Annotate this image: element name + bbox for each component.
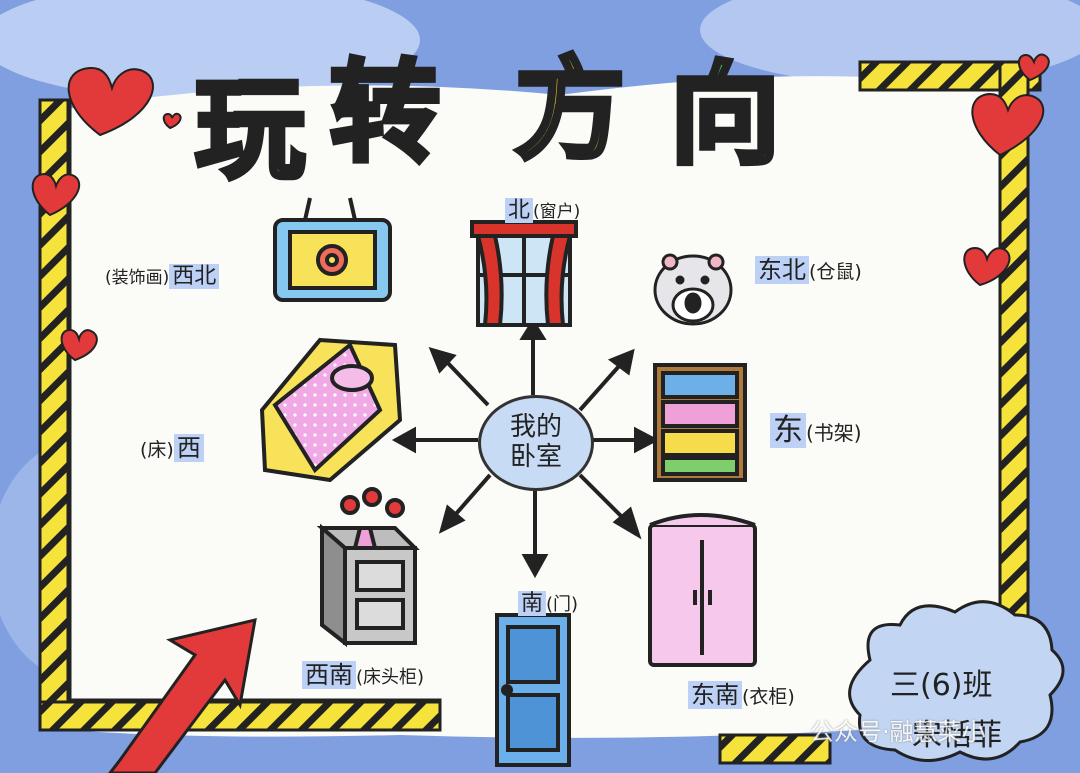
signature-class: 三(6)班 [890,668,993,703]
label-southwest-item: (床头柜) [356,667,425,688]
label-northwest-item: (装饰画) [105,268,170,288]
heart-icon [31,53,1050,362]
label-west: (床)西 [140,428,204,463]
label-northwest: (装饰画)西北 [105,258,220,290]
wardrobe-icon [648,513,757,667]
label-north-item: (窗户) [533,202,581,222]
label-east-item: (书架) [806,421,862,445]
title-char-3: 方 [513,46,628,174]
title-char-2: 转 [328,49,443,177]
label-west-item: (床) [140,439,174,461]
label-northwest-dir: 西北 [169,264,220,289]
label-south-dir: 南 [518,591,547,616]
cloud-icon [848,600,1065,762]
bookshelf-icon [653,363,747,482]
label-southeast: 东南(衣柜) [688,675,795,710]
watermark: 公众号·融慧菜小 [810,718,986,746]
center-line-2: 卧室 [509,442,562,472]
hamster-icon [653,253,733,326]
label-northeast: 东北(仓鼠) [755,250,862,285]
signature-name: 宋恬菲 [912,718,1002,753]
label-southeast-item: (衣柜) [742,686,795,708]
arrow-icon [391,318,660,579]
picture-frame-icon [273,197,392,302]
label-north: 北(窗户) [505,192,580,224]
bed-icon [259,337,403,483]
decorative-arrow [108,618,257,773]
label-south-item: (门) [546,594,579,615]
label-southeast-dir: 东南 [688,681,742,709]
label-southwest: 西南(床头柜) [302,655,424,690]
nightstand-icon [316,487,420,648]
label-west-dir: 西 [173,434,204,462]
title-char-4: 向 [668,51,783,179]
label-south: 南(门) [518,585,578,617]
window-icon [470,220,578,327]
label-southwest-dir: 西南 [302,661,356,689]
center-line-1: 我的 [509,412,562,443]
title-char-1: 玩 [193,66,308,194]
label-east-dir: 东 [770,413,806,448]
center-bubble: 我的 卧室 [478,395,594,491]
label-east: 东(书架) [770,405,862,449]
label-northeast-dir: 东北 [755,256,809,284]
label-north-dir: 北 [505,198,534,223]
door-icon [495,613,571,767]
label-northeast-item: (仓鼠) [809,261,862,283]
